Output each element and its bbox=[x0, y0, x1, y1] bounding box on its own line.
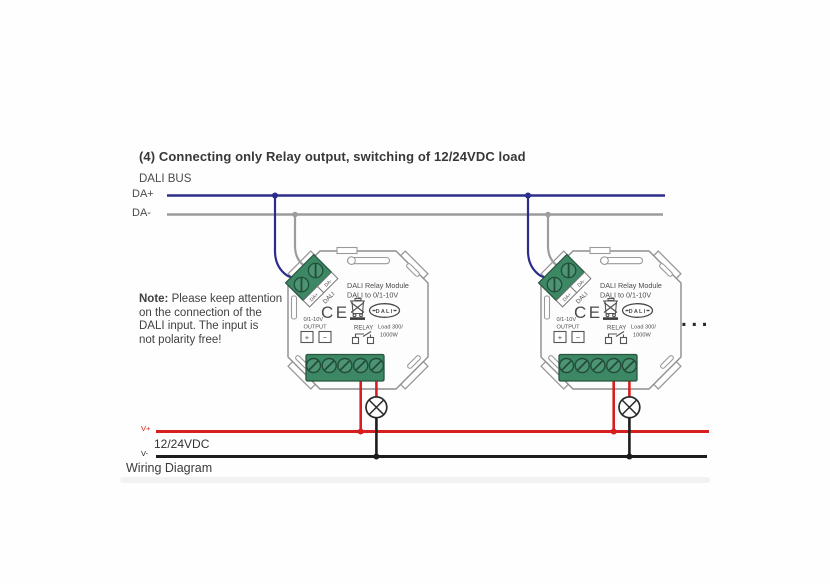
v-minus-label: V- bbox=[141, 449, 149, 458]
da-plus-drop-wire bbox=[273, 195, 304, 284]
output-plus-terminal: + bbox=[300, 330, 314, 344]
module-corner-slot bbox=[660, 355, 674, 369]
module-corner-slot bbox=[659, 263, 673, 277]
svg-text:−: − bbox=[576, 333, 581, 342]
module-corner-slot bbox=[407, 355, 421, 369]
note-line-3: DALI input. The input is bbox=[139, 320, 259, 333]
module-corner-slot bbox=[290, 295, 298, 320]
junction-dot-v-minus bbox=[373, 453, 380, 460]
ce-mark: CE bbox=[321, 303, 350, 322]
voltage-label: 12/24VDC bbox=[154, 437, 210, 451]
relay-contact-icon bbox=[351, 331, 375, 345]
junction-dot-da-minus bbox=[292, 211, 298, 218]
da-minus-label: DA- bbox=[132, 207, 151, 219]
diagram-title: (4) Connecting only Relay output, switch… bbox=[139, 149, 526, 164]
input-label-da-minus: DA- bbox=[323, 278, 334, 289]
weee-bin-icon bbox=[603, 297, 618, 320]
input-label-da-minus: DA- bbox=[576, 278, 587, 289]
output-minus-terminal: − bbox=[318, 330, 332, 344]
module-name-line1: DALI Relay Module bbox=[600, 281, 662, 290]
svg-text:+: + bbox=[558, 333, 563, 342]
weee-bin-icon bbox=[350, 297, 365, 320]
module-name-line2: DALI to 0/1-10V bbox=[600, 291, 651, 300]
module-corner-slot bbox=[406, 263, 420, 277]
dali-logo: DALI bbox=[368, 303, 401, 318]
da-plus-label: DA+ bbox=[132, 188, 154, 200]
output-label-2: OUTPUT bbox=[304, 325, 328, 331]
output-label-2: OUTPUT bbox=[557, 325, 581, 331]
relay-load-line2: 1000W bbox=[380, 333, 398, 339]
module-name-line2: DALI to 0/1-10V bbox=[347, 291, 398, 300]
module-name-line1: DALI Relay Module bbox=[347, 281, 409, 290]
da-plus-drop-wire bbox=[526, 195, 557, 284]
note-line-4: not polarity free! bbox=[139, 333, 222, 346]
output-minus-terminal: − bbox=[571, 330, 585, 344]
svg-text:−: − bbox=[323, 333, 328, 342]
dali-bus-label: DALI BUS bbox=[139, 173, 192, 185]
relay-load-line1: Load 300/ bbox=[631, 325, 656, 331]
dali-relay-module-1: DALI Relay Module DALI to 0/1-10V CE DAL… bbox=[272, 192, 429, 460]
junction-dot-da-minus bbox=[545, 211, 551, 218]
module-detail-slots bbox=[543, 246, 674, 369]
input-label-da-plus: DA+ bbox=[309, 292, 320, 303]
junction-dot-v-plus bbox=[610, 428, 617, 435]
v-plus-label: V+ bbox=[141, 424, 151, 433]
relay-contact-icon bbox=[604, 331, 628, 345]
more-modules-ellipsis: ... bbox=[681, 308, 713, 331]
terminal-screws bbox=[305, 357, 385, 374]
lamp-icon bbox=[618, 396, 641, 419]
junction-dot-da-plus bbox=[272, 192, 278, 199]
relay-label: RELAY bbox=[354, 326, 373, 332]
module-corner-slot bbox=[543, 295, 551, 320]
dali-logo: DALI bbox=[621, 303, 654, 318]
relay-label: RELAY bbox=[607, 326, 626, 332]
module-top-tab bbox=[336, 246, 358, 255]
module-top-tab bbox=[589, 246, 611, 255]
note-line-2: on the connection of the bbox=[139, 306, 262, 319]
output-terminal-block bbox=[305, 353, 385, 382]
lamp-icon bbox=[365, 396, 388, 419]
output-plus-terminal: + bbox=[553, 330, 567, 344]
wiring-diagram-caption: Wiring Diagram bbox=[126, 461, 213, 475]
terminal-screws bbox=[558, 357, 638, 374]
ce-mark: CE bbox=[574, 303, 603, 322]
output-label-1: 0/1-10V bbox=[557, 317, 577, 323]
input-label-da-plus: DA+ bbox=[562, 292, 573, 303]
output-terminal-block bbox=[558, 353, 638, 382]
junction-dot-da-plus bbox=[525, 192, 531, 199]
photo-shadow-band bbox=[120, 477, 710, 483]
dali-logo-text: DALI bbox=[376, 309, 394, 315]
dali-logo-text: DALI bbox=[629, 309, 647, 315]
output-label-1: 0/1-10V bbox=[304, 317, 324, 323]
note-text: Note: Please keep attention on the conne… bbox=[139, 293, 282, 347]
junction-dot-v-plus bbox=[357, 428, 364, 435]
svg-text:+: + bbox=[305, 333, 310, 342]
note-line-1: Note: Please keep attention bbox=[139, 293, 283, 305]
relay-load-line1: Load 300/ bbox=[378, 325, 403, 331]
dali-relay-module-2: DALI Relay Module DALI to 0/1-10V CE DAL… bbox=[525, 192, 682, 460]
junction-dot-v-minus bbox=[626, 453, 633, 460]
relay-load-line2: 1000W bbox=[633, 333, 651, 339]
